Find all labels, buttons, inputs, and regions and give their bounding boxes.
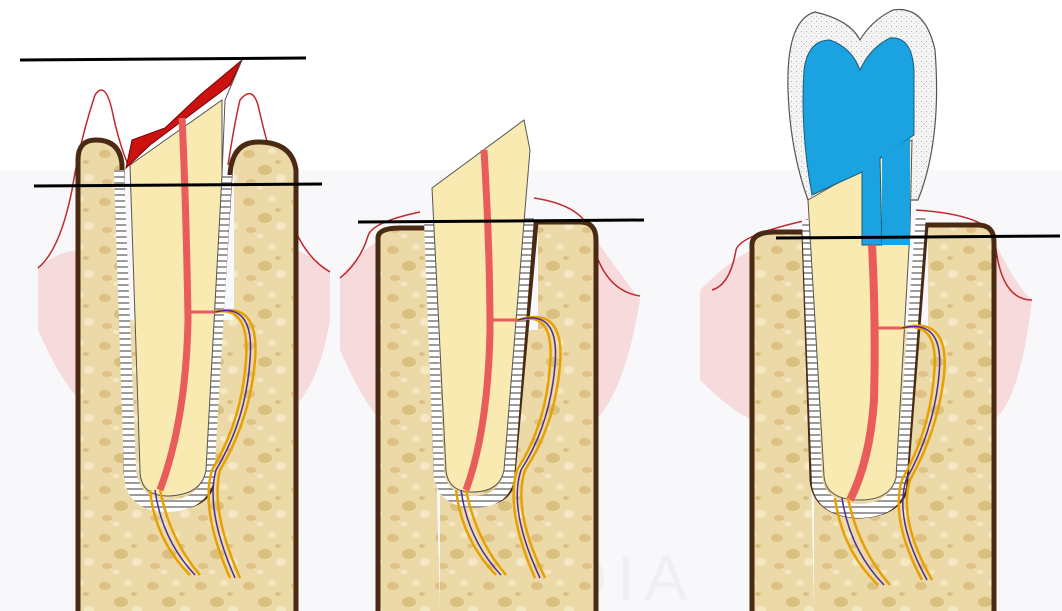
upper-reference-line xyxy=(20,58,306,60)
post-core xyxy=(882,138,910,245)
bone-crest-line xyxy=(34,184,322,186)
bone-level-line xyxy=(776,236,1060,238)
gingival-margin-line xyxy=(358,220,644,222)
